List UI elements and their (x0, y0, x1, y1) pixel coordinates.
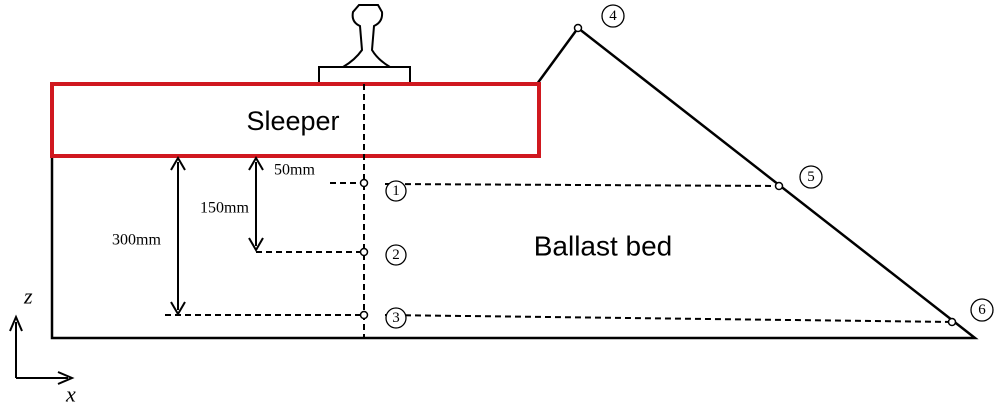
point-number-4: 4 (601, 4, 625, 28)
measure-point-5 (774, 181, 784, 191)
dimension-arrow-300 (170, 156, 186, 316)
axis-label-x: x (65, 382, 76, 406)
dim-label-150: 150mm (200, 200, 249, 217)
svg-text:4: 4 (609, 8, 617, 24)
dim-label-50: 50mm (274, 162, 315, 179)
measure-line-3-ext (384, 314, 953, 323)
dimension-arrow-150 (248, 156, 264, 252)
svg-text:5: 5 (807, 169, 815, 185)
ballast-bed-outline (50, 26, 979, 340)
svg-text:1: 1 (392, 183, 400, 199)
measure-point-4 (573, 23, 583, 33)
svg-text:3: 3 (392, 310, 400, 326)
sleeper-label: Sleeper (246, 106, 339, 136)
svg-text:6: 6 (978, 302, 986, 318)
measure-line-1-ext (384, 183, 780, 187)
point-number-2: 2 (385, 244, 407, 266)
measure-point-3 (359, 310, 369, 320)
sleeper-block (50, 82, 541, 158)
point-number-6: 6 (970, 298, 994, 322)
axis-label-z: z (23, 284, 33, 309)
dim-label-300: 300mm (112, 232, 161, 249)
measure-point-6 (947, 317, 957, 327)
point-number-3: 3 (385, 307, 407, 329)
measure-point-1 (359, 178, 369, 188)
ballast-bed-label: Ballast bed (534, 231, 673, 262)
point-number-5: 5 (799, 165, 823, 189)
rail-icon (318, 4, 411, 85)
point-number-1: 1 (385, 180, 407, 202)
measure-point-2 (359, 247, 369, 257)
axis-icon (9, 314, 75, 385)
svg-text:2: 2 (392, 247, 400, 263)
